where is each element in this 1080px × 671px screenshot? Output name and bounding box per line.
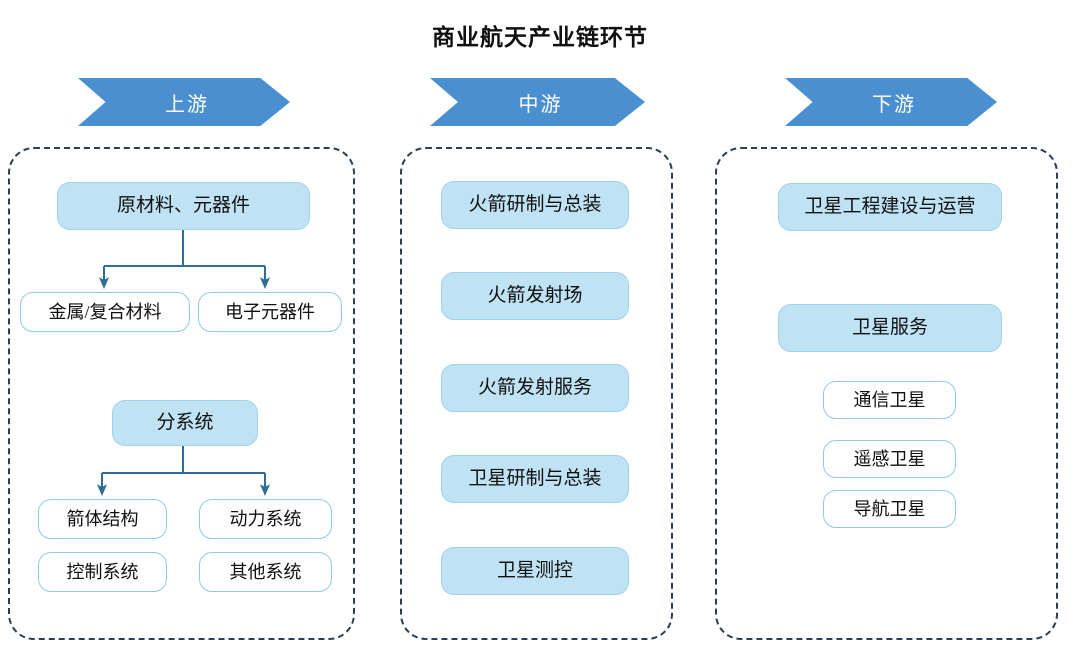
node-rocket-development[interactable]: 火箭研制与总装 xyxy=(441,181,629,229)
node-metal-composite-label: 金属/复合材料 xyxy=(48,301,162,322)
node-navigation-satellite-label: 导航卫星 xyxy=(853,498,926,519)
node-rocket-structure-label: 箭体结构 xyxy=(66,508,139,529)
node-satellite-engineering-label: 卫星工程建设与运营 xyxy=(804,196,976,218)
column-downstream xyxy=(715,147,1058,640)
node-subsystem-label: 分系统 xyxy=(156,412,214,434)
node-remote-sensing-satellite[interactable]: 遥感卫星 xyxy=(823,440,956,478)
node-launch-site[interactable]: 火箭发射场 xyxy=(441,272,629,320)
column-midstream xyxy=(400,147,673,640)
node-satellite-development[interactable]: 卫星研制与总装 xyxy=(441,455,629,503)
node-navigation-satellite[interactable]: 导航卫星 xyxy=(823,490,956,528)
node-power-system-label: 动力系统 xyxy=(229,508,302,529)
node-electronic-components-label: 电子元器件 xyxy=(225,301,315,322)
node-rocket-structure[interactable]: 箭体结构 xyxy=(38,499,167,539)
node-satellite-tracking-label: 卫星测控 xyxy=(496,560,573,582)
node-raw-materials-label: 原材料、元器件 xyxy=(116,195,250,217)
node-power-system[interactable]: 动力系统 xyxy=(199,499,332,539)
node-remote-sensing-satellite-label: 遥感卫星 xyxy=(853,448,926,469)
node-control-system-label: 控制系统 xyxy=(66,561,139,582)
node-satellite-service[interactable]: 卫星服务 xyxy=(778,304,1002,352)
node-control-system[interactable]: 控制系统 xyxy=(38,552,167,592)
node-satellite-service-label: 卫星服务 xyxy=(851,317,928,339)
node-rocket-development-label: 火箭研制与总装 xyxy=(468,194,602,216)
banner-midstream: 中游 xyxy=(430,78,645,126)
banner-upstream: 上游 xyxy=(78,78,290,126)
node-metal-composite[interactable]: 金属/复合材料 xyxy=(20,292,190,332)
node-raw-materials[interactable]: 原材料、元器件 xyxy=(57,182,310,230)
banner-downstream-label: 下游 xyxy=(872,93,916,116)
node-satellite-development-label: 卫星研制与总装 xyxy=(468,468,602,490)
node-subsystem[interactable]: 分系统 xyxy=(112,400,258,446)
node-other-system-label: 其他系统 xyxy=(229,561,302,582)
node-communication-satellite[interactable]: 通信卫星 xyxy=(823,381,956,419)
node-communication-satellite-label: 通信卫星 xyxy=(853,389,926,410)
page-title: 商业航天产业链环节 xyxy=(432,25,648,50)
node-satellite-tracking[interactable]: 卫星测控 xyxy=(441,547,629,595)
banner-downstream: 下游 xyxy=(785,78,997,126)
node-electronic-components[interactable]: 电子元器件 xyxy=(198,292,342,332)
banner-upstream-label: 上游 xyxy=(165,93,209,116)
column-upstream xyxy=(8,147,355,640)
node-launch-service-label: 火箭发射服务 xyxy=(477,377,592,399)
banner-midstream-label: 中游 xyxy=(518,93,563,116)
node-other-system[interactable]: 其他系统 xyxy=(199,552,332,592)
node-launch-service[interactable]: 火箭发射服务 xyxy=(441,364,629,412)
node-satellite-engineering[interactable]: 卫星工程建设与运营 xyxy=(778,183,1002,231)
node-launch-site-label: 火箭发射场 xyxy=(487,285,583,307)
